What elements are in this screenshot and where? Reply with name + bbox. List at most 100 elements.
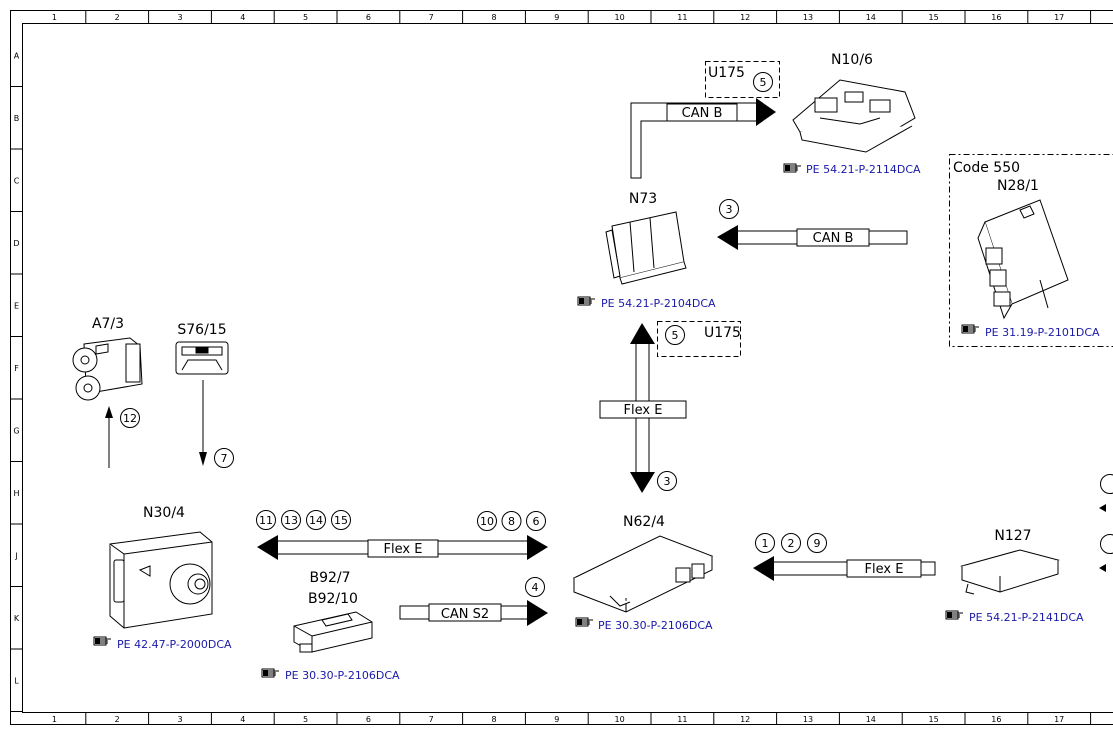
svg-text:S76/15: S76/15 bbox=[177, 322, 226, 338]
column-label-bottom: 14 bbox=[866, 715, 876, 724]
svg-text:7: 7 bbox=[221, 452, 228, 465]
signal-number-circle bbox=[807, 533, 827, 553]
column-label-bottom: 3 bbox=[177, 715, 182, 724]
signal-number: 6 bbox=[533, 515, 540, 528]
column-label-bottom: 5 bbox=[303, 715, 308, 724]
column-label-bottom: 11 bbox=[677, 715, 687, 724]
row-label: A bbox=[14, 51, 20, 60]
column-label-bottom: 10 bbox=[615, 715, 625, 724]
module-n10-6-icon bbox=[792, 79, 916, 153]
module-n127-icon bbox=[960, 549, 1060, 595]
column-label-top: 6 bbox=[366, 13, 371, 22]
svg-text:PE 42.47-P-2000DCA[interactable]: PE 42.47-P-2000DCA bbox=[117, 638, 232, 651]
component-n62-4[interactable]: N62/4 PE 30.30-P-2106DCA bbox=[572, 514, 714, 632]
component-a7-3[interactable]: A7/3 12 bbox=[72, 316, 143, 468]
column-label-top: 7 bbox=[429, 13, 434, 22]
pointing-hand-icon bbox=[961, 324, 980, 334]
row-label: K bbox=[14, 614, 20, 623]
component-s76-15[interactable]: S76/15 7 bbox=[175, 322, 234, 468]
column-label-bottom: 4 bbox=[240, 715, 245, 724]
column-label-bottom: 13 bbox=[803, 715, 813, 724]
svg-text:N73: N73 bbox=[629, 191, 657, 207]
signal-number: 11 bbox=[259, 514, 273, 527]
row-label: E bbox=[14, 301, 19, 310]
column-label-top: 17 bbox=[1054, 13, 1064, 22]
svg-text:U175: U175 bbox=[704, 325, 741, 341]
signal-number: 9 bbox=[814, 537, 821, 550]
svg-text:CAN S2: CAN S2 bbox=[441, 607, 489, 622]
signal-number: 2 bbox=[788, 537, 795, 550]
component-n10-6[interactable]: N10/6 PE 54.21-P-2114DCA bbox=[783, 52, 921, 176]
svg-text:CAN B: CAN B bbox=[682, 106, 723, 121]
column-label-top: 14 bbox=[866, 13, 876, 22]
reference-n10-6[interactable]: PE 54.21-P-2114DCA bbox=[806, 163, 921, 176]
row-label: D bbox=[13, 239, 19, 248]
svg-text:A7/3: A7/3 bbox=[92, 316, 124, 332]
module-n28-1-icon bbox=[977, 199, 1069, 320]
signal-number-circle bbox=[281, 510, 301, 530]
pointing-hand-icon bbox=[783, 163, 802, 173]
pointing-hand-icon bbox=[93, 636, 112, 646]
svg-text:PE 54.21-P-2141DCA[interactable]: PE 54.21-P-2141DCA bbox=[969, 611, 1084, 624]
component-n127[interactable]: N127 PE 54.21-P-2141DCA bbox=[945, 528, 1084, 624]
column-label-bottom: 2 bbox=[115, 715, 120, 724]
pointing-hand-icon bbox=[945, 610, 964, 620]
signal-number-circle bbox=[526, 511, 546, 531]
signal-number: 14 bbox=[309, 514, 323, 527]
svg-text:12: 12 bbox=[123, 412, 137, 425]
bus-flex-e-n127: Flex E bbox=[753, 556, 936, 581]
column-label-bottom: 12 bbox=[740, 715, 750, 724]
signal-number: 1 bbox=[762, 537, 769, 550]
row-label: J bbox=[14, 551, 17, 560]
signal-group-n127: 1 2 9 bbox=[755, 533, 827, 553]
column-label-top: 16 bbox=[991, 13, 1001, 22]
row-label: C bbox=[14, 176, 20, 185]
svg-text:Flex E: Flex E bbox=[624, 403, 663, 418]
component-n28-1[interactable]: Code 550 N28/1 PE 31.19-P-2101DCA bbox=[949, 154, 1113, 347]
svg-text:5: 5 bbox=[672, 329, 679, 342]
sensor-b92-icon bbox=[293, 611, 373, 653]
signal-number-circle bbox=[256, 510, 276, 530]
column-label-bottom: 16 bbox=[991, 715, 1001, 724]
svg-text:PE 54.21-P-2104DCA[interactable]: PE 54.21-P-2104DCA bbox=[601, 297, 716, 310]
svg-text:PE 30.30-P-2106DCA[interactable]: PE 30.30-P-2106DCA bbox=[598, 619, 713, 632]
svg-text:5: 5 bbox=[760, 76, 767, 89]
row-label: B bbox=[14, 114, 20, 123]
row-label: L bbox=[14, 676, 19, 685]
module-n73-icon bbox=[605, 211, 687, 285]
svg-text:U175: U175 bbox=[708, 65, 745, 81]
option-u175-mid: 5 U175 bbox=[657, 321, 741, 357]
row-label: F bbox=[14, 364, 19, 373]
svg-text:N28/1: N28/1 bbox=[997, 178, 1039, 194]
component-label-n10-6: N10/6 bbox=[831, 52, 873, 68]
signal-number-circle bbox=[781, 533, 801, 553]
column-label-top: 3 bbox=[177, 13, 182, 22]
column-label-top: 12 bbox=[740, 13, 750, 22]
module-a7-3-icon bbox=[72, 337, 143, 401]
bus-can-b-mid: CAN B bbox=[717, 225, 908, 250]
signal-number: 15 bbox=[334, 514, 348, 527]
svg-text:PE 31.19-P-2101DCA[interactable]: PE 31.19-P-2101DCA bbox=[985, 326, 1100, 339]
signal-3-n73: 3 bbox=[719, 199, 739, 219]
option-u175-top: U175 5 bbox=[705, 61, 780, 98]
svg-text:CAN B: CAN B bbox=[813, 231, 854, 246]
component-n73[interactable]: N73 PE 54.21-P-2104DCA bbox=[577, 191, 716, 310]
component-n30-4[interactable]: N30/4 PE 42.47-P-2000DCA bbox=[93, 505, 232, 651]
switch-s76-15-icon bbox=[175, 341, 229, 375]
column-label-bottom: 8 bbox=[491, 715, 496, 724]
pointing-hand-icon bbox=[575, 617, 594, 627]
svg-text:3: 3 bbox=[726, 203, 733, 216]
signal-number-circle bbox=[477, 511, 497, 531]
signal-number: 10 bbox=[480, 515, 494, 528]
svg-text:Flex E: Flex E bbox=[384, 542, 423, 557]
component-b92[interactable]: B92/7 B92/10 PE 30.30-P-2106DCA bbox=[261, 570, 400, 682]
column-label-bottom: 1 bbox=[52, 715, 57, 724]
module-n30-4-icon bbox=[109, 531, 213, 629]
row-label: G bbox=[13, 426, 19, 435]
column-label-top: 1 bbox=[52, 13, 57, 22]
svg-text:PE 30.30-P-2106DCA[interactable]: PE 30.30-P-2106DCA bbox=[285, 669, 400, 682]
column-label-top: 10 bbox=[615, 13, 625, 22]
